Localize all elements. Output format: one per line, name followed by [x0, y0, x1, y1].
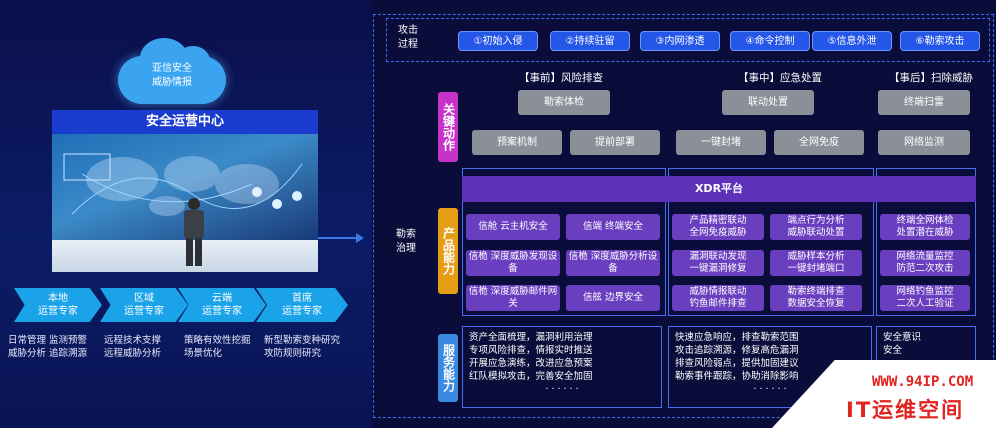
phase-before: 【事前】风险排查 [519, 72, 603, 84]
product-before-2: 信端 终端安全 [566, 214, 660, 240]
connector-line [318, 237, 360, 239]
product-capability-label: 产品能力 [438, 208, 458, 294]
local-expert-desc: 日常管理 监测预警 威胁分析 追踪溯源 [8, 335, 88, 359]
service-before: 资产全面梳理，漏洞利用治理 专项风险排查，情报实时推送 开展应急演练，改进应急预… [462, 326, 662, 408]
cloud-expert-label: 云端 运营专家 [202, 293, 242, 317]
product-during-1: 产品精密联动 全网免疫威胁 [672, 214, 764, 240]
cloud-label: 亚信安全 威胁情报 [152, 63, 192, 88]
service-during-line-1: 快速应急响应，排查勒索范围 [675, 332, 799, 343]
product-before-3: 信桅 深度威胁发现设备 [466, 250, 560, 276]
attack-process-box [386, 18, 990, 62]
attack-stage-6: ⑥勒索攻击 [900, 31, 980, 51]
service-during-line-3: 排查风险弱点，提供加固建议 [675, 358, 799, 369]
service-capability-label: 服务能力 [438, 334, 458, 402]
local-expert-label: 本地 运营专家 [38, 293, 78, 317]
product-column-after [876, 168, 976, 316]
watermark-url: WWW.94IP.COM [872, 374, 974, 390]
product-before-1: 信舱 云主机安全 [466, 214, 560, 240]
network-immunity: 全网免疫 [774, 130, 864, 155]
product-during-3: 漏洞联动发现 一键漏洞修复 [672, 250, 764, 276]
ransom-checkup: 勒索体检 [518, 90, 610, 115]
product-before-5: 信桅 深度威胁邮件网关 [466, 285, 560, 311]
product-capability-text: 产品能力 [441, 227, 456, 275]
service-before-line-3: 开展应急演练，改进应急预案 [469, 358, 593, 369]
product-during-5: 威胁情报联动 钓鱼邮件排查 [672, 285, 764, 311]
attack-stage-4: ④命令控制 [730, 31, 810, 51]
key-actions-label: 关键动作 [438, 92, 458, 162]
service-before-line-4: 红队模拟攻击，完善安全加固 [469, 371, 593, 382]
product-during-4: 威胁样本分析 一键封堵端口 [770, 250, 862, 276]
product-after-2: 网络流量监控 防范二次攻击 [880, 250, 970, 276]
key-actions-text: 关键动作 [441, 103, 456, 151]
phase-during: 【事中】应急处置 [738, 72, 822, 84]
product-during-2: 端点行为分析 威胁联动处置 [770, 214, 862, 240]
service-during-line-4: 勒索事件跟踪，协助消除影响 [675, 371, 799, 382]
product-before-4: 信桅 深度威胁分析设备 [566, 250, 660, 276]
network-lines-graphic [63, 153, 303, 215]
world-map-graphic [86, 156, 279, 216]
threat-intel-cloud [118, 38, 226, 104]
phase-after: 【事后】扫除威胁 [889, 72, 973, 84]
endpoint-sweep: 终端扫雷 [878, 90, 970, 115]
service-during-ellipsis: · · · · · · [753, 384, 787, 395]
chief-expert-badge: 首席 运营专家 [256, 288, 348, 322]
cloud-expert-badge: 云端 运营专家 [178, 288, 266, 322]
one-click-block: 一键封堵 [676, 130, 766, 155]
service-during-line-2: 攻击追踪溯源，修复高危漏洞 [675, 345, 799, 356]
product-column-during [668, 168, 874, 316]
regional-expert-label: 区域 运营专家 [124, 293, 164, 317]
service-before-line-1: 资产全面梳理，漏洞利用治理 [469, 332, 593, 343]
chief-expert-label: 首席 运营专家 [282, 293, 322, 317]
regional-expert-desc: 远程技术支撑 远程威胁分析 [104, 335, 162, 359]
local-expert-badge: 本地 运营专家 [14, 288, 102, 322]
soc-title: 安全运营中心 [52, 110, 318, 134]
attack-stage-2: ②持续驻留 [550, 31, 630, 51]
chief-expert-desc: 新型勒索变种研究 攻防规则研究 [264, 335, 341, 359]
businessman-figure [184, 198, 204, 266]
service-capability-text: 服务能力 [441, 344, 456, 392]
product-after-3: 网络钓鱼监控 二次人工验证 [880, 285, 970, 311]
watermark-name: IT运维空间 [846, 398, 965, 422]
product-after-1: 终端全网体检 处置潜在威胁 [880, 214, 970, 240]
attack-stage-3: ③内网渗透 [640, 31, 720, 51]
product-column-before [462, 168, 666, 316]
xdr-platform-bar: XDR平台 [462, 176, 976, 202]
floor [52, 240, 318, 272]
product-during-6: 勒索终端排查 数据安全恢复 [770, 285, 862, 311]
governance-label: 勒索 治理 [396, 229, 416, 254]
regional-expert-badge: 区域 运营专家 [100, 288, 188, 322]
ransomware-governance-panel [373, 14, 994, 418]
attack-stage-5: ⑤信息外泄 [812, 31, 892, 51]
linked-response: 联动处置 [722, 90, 814, 115]
advance-deployment: 提前部署 [570, 130, 660, 155]
contingency-plan: 预案机制 [472, 130, 562, 155]
service-before-ellipsis: · · · · · · [545, 384, 579, 395]
attack-process-label: 攻击 过程 [398, 25, 418, 50]
cloud-expert-desc: 策略有效性挖掘 场景优化 [184, 335, 251, 359]
service-before-line-2: 专项风险排查，情报实时推送 [469, 345, 593, 356]
arrow-right-icon [356, 233, 364, 243]
service-after-line-2: 安全 [883, 345, 903, 356]
service-after-line-1: 安全意识 [883, 332, 922, 343]
network-monitoring: 网络监测 [878, 130, 970, 155]
product-before-6: 信舷 边界安全 [566, 285, 660, 311]
attack-stage-1: ①初始入侵 [458, 31, 538, 51]
